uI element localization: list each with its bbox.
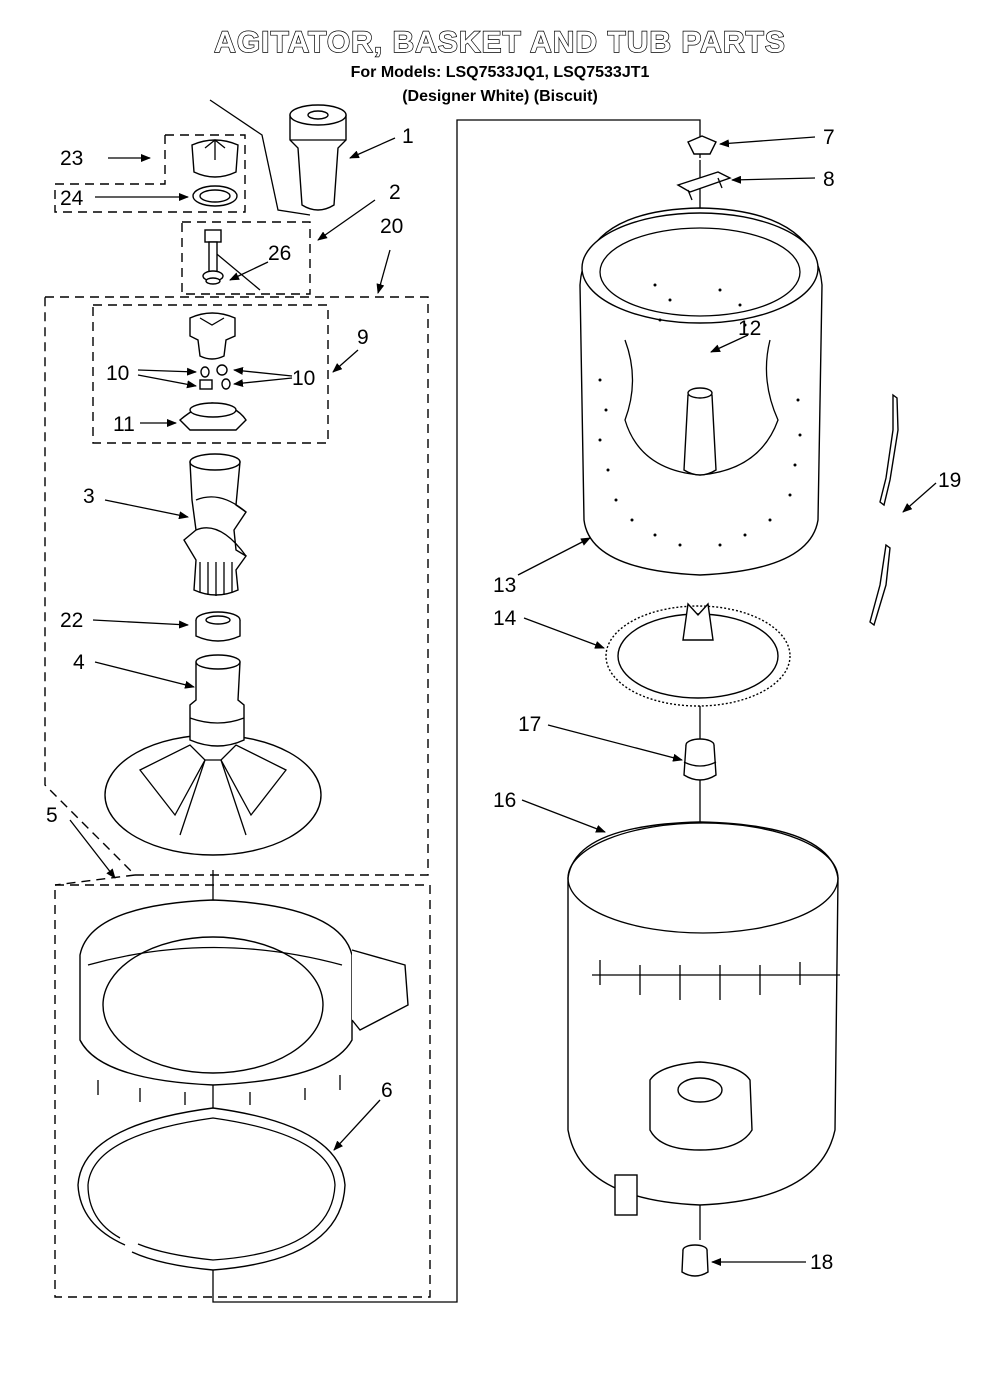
part-6-retaining-ring <box>77 1107 346 1271</box>
group-box-5 <box>54 884 431 1298</box>
callout-10-right: 10 <box>292 367 315 390</box>
group-5-connector <box>54 874 136 886</box>
part-4-agitator-base <box>104 654 322 856</box>
callout-7: 7 <box>823 126 835 149</box>
part-10-dogs <box>199 364 231 390</box>
callout-11: 11 <box>113 413 135 436</box>
callout-18: 18 <box>810 1251 833 1274</box>
callout-14: 14 <box>493 607 517 630</box>
group-box-20 <box>44 296 429 876</box>
callout-3: 3 <box>83 485 95 508</box>
part-9-cam-assembly <box>189 312 236 360</box>
group-box-9 <box>92 304 329 444</box>
finish-colors: (Designer White) (Biscuit) <box>402 88 598 105</box>
callout-labels: 1 2 3 4 5 6 7 8 9 10 10 11 12 13 14 16 1… <box>46 125 961 1274</box>
group-box-2 <box>181 221 311 295</box>
callout-6: 6 <box>381 1079 393 1102</box>
callout-22: 22 <box>60 609 83 632</box>
callout-2: 2 <box>389 181 401 204</box>
group-box-23 <box>54 134 246 213</box>
callout-5: 5 <box>46 804 58 827</box>
callout-12: 12 <box>738 317 761 340</box>
callout-16: 16 <box>493 789 516 812</box>
model-numbers: For Models: LSQ7533JQ1, LSQ7533JT1 <box>350 64 650 81</box>
part-19-hose <box>869 393 899 627</box>
callout-10-left: 10 <box>106 362 129 385</box>
basket-perforations <box>598 283 802 547</box>
part-24-seal-ring <box>192 185 238 207</box>
callout-26: 26 <box>268 242 291 265</box>
part-7-clip <box>687 135 717 155</box>
callout-19: 19 <box>938 469 961 492</box>
part-5-tub-ring <box>79 899 409 1105</box>
part-3-auger <box>183 453 248 596</box>
callout-4: 4 <box>73 651 85 674</box>
part-22-bushing <box>195 611 241 642</box>
diagram-title: AGITATOR, BASKET AND TUB PARTS <box>213 25 786 59</box>
callout-24: 24 <box>60 187 84 210</box>
callout-1: 1 <box>402 125 414 148</box>
callout-23: 23 <box>60 147 83 170</box>
part-17-coupling <box>683 738 717 781</box>
leader-lines <box>69 136 937 1266</box>
part-18-drive-block <box>681 1244 709 1277</box>
callout-17: 17 <box>518 713 541 736</box>
part-13-basket <box>579 207 823 576</box>
part-16-outer-tub <box>567 821 840 1216</box>
part-1-dispenser-cup <box>289 104 347 211</box>
part-8-bracket <box>676 171 732 201</box>
part-26-bolt <box>202 229 224 285</box>
part-14-clutch-plate <box>605 602 791 707</box>
callout-9: 9 <box>357 326 369 349</box>
callout-8: 8 <box>823 168 835 191</box>
part-11-cam-base <box>178 402 247 431</box>
part-23-cap <box>191 139 239 178</box>
callout-13: 13 <box>493 574 516 597</box>
callout-20: 20 <box>380 215 403 238</box>
